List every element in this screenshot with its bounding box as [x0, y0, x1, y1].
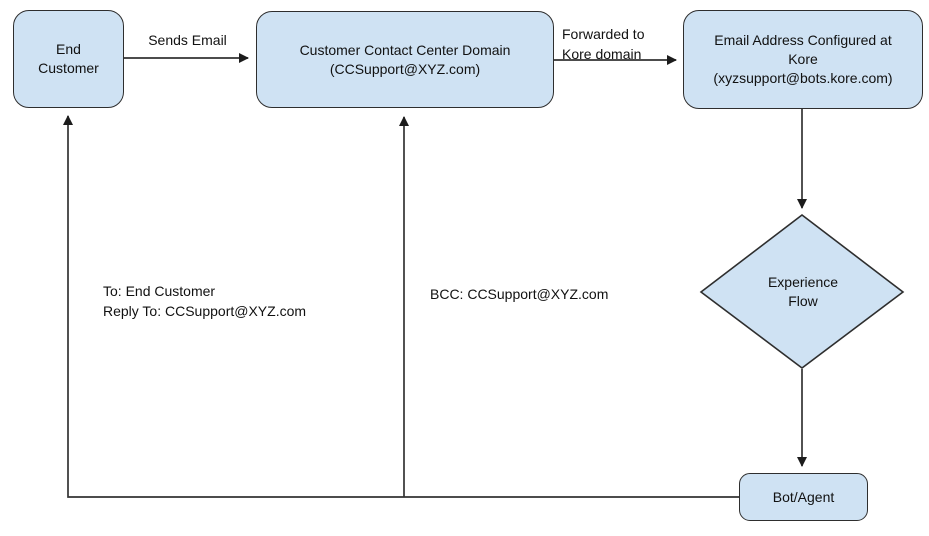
node-kore-email: Email Address Configured at Kore (xyzsup…: [683, 10, 923, 109]
node-experience-flow-shape: [699, 213, 905, 370]
edge-label-reply-to: To: End Customer Reply To: CCSupport@XYZ…: [103, 283, 307, 319]
node-end-customer: End Customer: [13, 10, 124, 108]
node-contact-center-label: Customer Contact Center Domain (CCSuppor…: [299, 41, 511, 77]
node-bot-agent-label: Bot/Agent: [772, 488, 835, 505]
edge-label-bcc: BCC: CCSupport@XYZ.com: [430, 286, 609, 302]
node-end-customer-label: End Customer: [38, 41, 99, 76]
edge-reply-to-end-customer: [63, 115, 739, 498]
edge-label-sends-email: Sends Email: [148, 32, 227, 48]
node-kore-email-label: Email Address Configured at Kore (xyzsup…: [713, 32, 893, 86]
node-contact-center: Customer Contact Center Domain (CCSuppor…: [256, 11, 554, 108]
node-bot-agent: Bot/Agent: [739, 473, 868, 521]
edge-label-forwarded-to-kore: Forwarded to Kore domain: [562, 26, 645, 62]
